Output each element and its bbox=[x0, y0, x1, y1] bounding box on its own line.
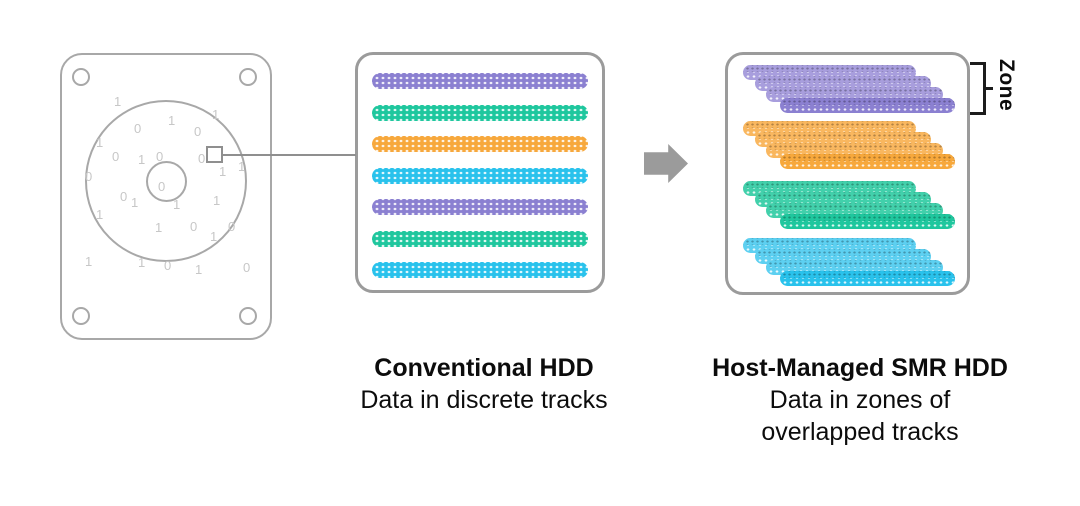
callout-line bbox=[222, 153, 356, 156]
conventional-hdd-box bbox=[355, 52, 605, 293]
bracket-segment bbox=[970, 62, 985, 65]
binary-digit: 1 bbox=[238, 159, 246, 174]
screw-icon bbox=[239, 68, 257, 86]
binary-digit: 0 bbox=[190, 219, 198, 234]
magnified-region-marker bbox=[206, 146, 223, 163]
bracket-segment bbox=[970, 112, 985, 115]
binary-digit: 0 bbox=[85, 169, 93, 184]
disk-spindle-hub bbox=[146, 161, 187, 202]
track-bar-green bbox=[372, 105, 588, 121]
binary-digit: 0 bbox=[194, 124, 202, 139]
zone-bracket bbox=[970, 62, 994, 117]
binary-digit: 0 bbox=[243, 260, 251, 275]
shingled-track-bar-orange bbox=[780, 154, 955, 169]
zone-label: Zone bbox=[995, 59, 1018, 112]
track-bar-purple bbox=[372, 199, 588, 215]
binary-digit: 0 bbox=[112, 149, 120, 164]
track-bar-green bbox=[372, 231, 588, 247]
binary-digit: 1 bbox=[212, 107, 220, 122]
conventional-caption-title: Conventional HDD bbox=[374, 354, 594, 382]
binary-digit: 1 bbox=[114, 94, 122, 109]
binary-digit: 1 bbox=[195, 262, 203, 277]
binary-digit: 1 bbox=[138, 255, 146, 270]
shingled-track-bar-cyan bbox=[780, 271, 955, 286]
binary-digit: 1 bbox=[131, 195, 139, 210]
screw-icon bbox=[239, 307, 257, 325]
binary-digit: 1 bbox=[96, 207, 104, 222]
binary-digit: 0 bbox=[228, 219, 236, 234]
right-arrow-icon bbox=[644, 144, 688, 183]
screw-icon bbox=[72, 68, 90, 86]
binary-digit: 1 bbox=[155, 220, 163, 235]
track-bar-orange bbox=[372, 136, 588, 152]
binary-digit: 0 bbox=[156, 149, 164, 164]
track-bar-cyan bbox=[372, 168, 588, 184]
shingled-track-bar-green bbox=[780, 214, 955, 229]
conventional-caption: Conventional HDD Data in discrete tracks bbox=[324, 352, 644, 416]
smr-caption: Host-Managed SMR HDD Data in zones of ov… bbox=[686, 352, 1034, 448]
track-bar-cyan bbox=[372, 262, 588, 278]
binary-digit: 1 bbox=[138, 152, 146, 167]
screw-icon bbox=[72, 307, 90, 325]
binary-digit: 1 bbox=[168, 113, 176, 128]
binary-digit: 0 bbox=[120, 189, 128, 204]
binary-digit: 1 bbox=[96, 135, 104, 150]
binary-digit: 0 bbox=[198, 151, 206, 166]
binary-digit: 1 bbox=[85, 254, 93, 269]
smr-hdd-box bbox=[725, 52, 970, 295]
binary-digit: 1 bbox=[213, 193, 221, 208]
binary-digit: 0 bbox=[134, 121, 142, 136]
binary-digit: 1 bbox=[210, 229, 218, 244]
bracket-segment bbox=[984, 87, 993, 90]
binary-digit: 1 bbox=[173, 197, 181, 212]
smr-caption-line2: overlapped tracks bbox=[761, 418, 959, 446]
binary-digit: 1 bbox=[219, 164, 227, 179]
track-bar-purple bbox=[372, 73, 588, 89]
smr-caption-title: Host-Managed SMR HDD bbox=[712, 354, 1008, 382]
binary-digit: 0 bbox=[158, 179, 166, 194]
conventional-caption-subtitle: Data in discrete tracks bbox=[360, 386, 608, 414]
binary-digit: 0 bbox=[164, 258, 172, 273]
smr-caption-line1: Data in zones of bbox=[769, 386, 951, 414]
shingled-track-bar-purple bbox=[780, 98, 955, 113]
